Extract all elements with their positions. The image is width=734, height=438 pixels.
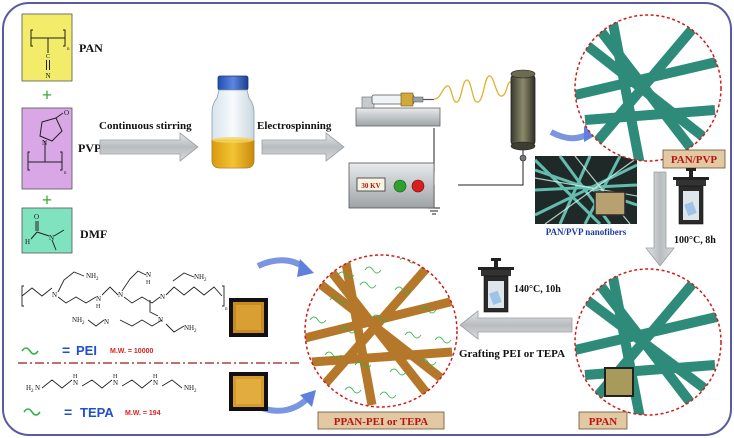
dmf-o-atom: O [34, 213, 39, 221]
pan-label: PAN [79, 41, 103, 55]
ppan-graft-label-box [317, 411, 445, 430]
collector-drum [510, 69, 536, 162]
pei-legend-label: PEI [76, 343, 97, 358]
svg-text:N: N [52, 291, 57, 299]
svg-text:N: N [118, 291, 123, 299]
heat-condition-label: 100°C, 8h [674, 235, 716, 246]
tepa-curve-arrow-head [300, 390, 316, 407]
pan-structure: C N n [21, 13, 73, 82]
grafted-fiber-circle [304, 254, 458, 408]
svg-text:H: H [146, 280, 151, 286]
tepa-sample-photo [229, 372, 268, 411]
pei-mw-label: M.W. = 10000 [110, 348, 153, 355]
svg-text:H: H [113, 374, 118, 380]
nanofiber-sem-image [533, 155, 638, 226]
stirring-arrow [99, 132, 199, 162]
tepa-squiggle-icon [23, 408, 41, 416]
svg-text:N: N [104, 318, 109, 326]
plus-sign-2: + [42, 190, 52, 210]
ppan-label: PPAN [589, 416, 618, 428]
svg-text:2: 2 [194, 329, 197, 334]
voltage-display: 30 KV [361, 182, 380, 190]
pan-n-subscript: n [67, 47, 70, 52]
pei-equals: = [62, 342, 70, 358]
pvp-o-atom: O [64, 109, 69, 117]
pan-c-atom: C [46, 54, 50, 60]
svg-text:H: H [96, 304, 101, 310]
electrospinning-jet [433, 75, 513, 103]
svg-text:NH: NH [194, 273, 204, 281]
solution-bottle [211, 75, 255, 169]
ppan-fiber-circle [574, 268, 722, 416]
dmf-label: DMF [80, 227, 107, 241]
svg-text:N: N [96, 295, 101, 303]
syringe-pump [355, 92, 441, 127]
dmf-structure: O H N [21, 207, 73, 254]
svg-text:N: N [158, 316, 163, 324]
pan-pvp-label: PAN/PVP [671, 154, 718, 166]
ppan-graft-label: PPAN-PEI or TEPA [334, 416, 429, 428]
pvp-structure: O N n [21, 107, 73, 190]
tepa-structure [41, 379, 183, 389]
svg-text:2: 2 [82, 321, 85, 326]
svg-text:N: N [146, 271, 151, 279]
svg-text:N: N [160, 293, 165, 301]
electrospinning-arrow [261, 132, 345, 162]
pvp-n-subscript: n [64, 171, 67, 176]
svg-text:NH: NH [72, 316, 82, 324]
stirring-label: Continuous stirring [99, 120, 192, 132]
autoclave-icon-1 [673, 168, 709, 225]
svg-text:N: N [73, 379, 78, 387]
graft-condition-label: 140°C, 10h [514, 284, 561, 295]
tepa-mw-label: M.W. = 194 [125, 410, 161, 417]
electrospinning-label: Electrospinning [257, 120, 332, 132]
pei-structure [21, 270, 225, 333]
svg-text:N: N [35, 384, 40, 392]
autoclave-icon-2 [478, 258, 514, 313]
svg-text:2: 2 [96, 277, 99, 282]
pan-n-atom: N [45, 72, 50, 80]
dmf-n-atom: N [49, 234, 54, 242]
tepa-legend-label: TEPA [80, 405, 114, 420]
tepa-equals: = [64, 404, 72, 420]
grafting-label: Grafting PEI or TEPA [459, 348, 565, 360]
svg-text:N: N [153, 379, 158, 387]
high-voltage-supply: 30 KV [348, 162, 435, 209]
svg-text:NH: NH [184, 384, 194, 392]
grafting-arrow [459, 310, 573, 340]
svg-text:H: H [26, 384, 31, 392]
pvp-n-atom: N [42, 139, 47, 147]
svg-text:NH: NH [86, 272, 96, 280]
sem-curve-arrow-head [584, 126, 598, 142]
ppan-label-box [578, 411, 628, 430]
nanofibers-label: PAN/PVP nanofibers [546, 227, 627, 237]
pan-pvp-fiber-circle [574, 14, 722, 162]
dmf-h-atom: H [25, 238, 30, 246]
svg-text:2: 2 [31, 389, 34, 394]
pei-squiggle-icon [21, 347, 39, 355]
pei-sample-photo [229, 298, 268, 337]
svg-text:H: H [73, 374, 78, 380]
svg-text:n: n [225, 307, 228, 312]
pei-curve-arrow-head [297, 259, 314, 277]
svg-text:NH: NH [184, 324, 194, 332]
wire-drum [458, 161, 524, 186]
svg-text:H: H [153, 374, 158, 380]
plus-sign-1: + [42, 85, 52, 105]
svg-text:N: N [113, 379, 118, 387]
pvp-label: PVP [78, 141, 101, 155]
pyrolysis-arrow [645, 171, 675, 267]
svg-text:2: 2 [194, 389, 197, 394]
svg-text:2: 2 [204, 278, 207, 283]
